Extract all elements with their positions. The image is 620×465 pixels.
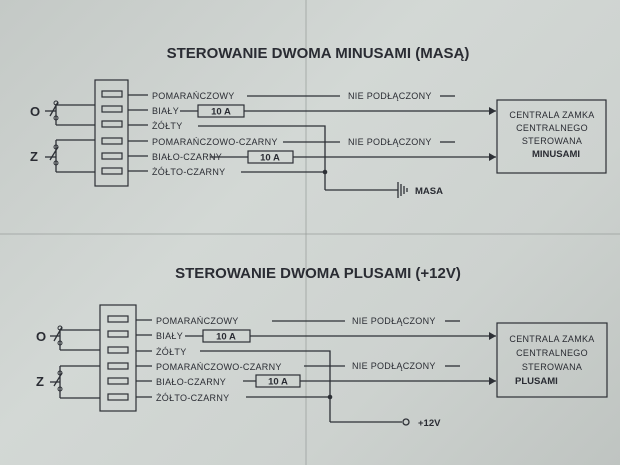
diagram-minus-control: STEROWANIE DWOMA MINUSAMI (MASĄ) O [30,45,607,198]
diagram2-title: STEROWANIE DWOMA PLUSAMI (+12V) [175,265,461,282]
not-connected-label: NIE PODŁĄCZONY [352,361,436,371]
supply-label: +12V [418,418,441,429]
fuse-1 [202,329,251,343]
not-connected-label: NIE PODŁĄCZONY [348,91,432,101]
central-line: CENTRALA ZAMKA [509,110,594,120]
wire-label: POMARAŃCZOWY [152,91,235,101]
diagram1-title: STEROWANIE DWOMA MINUSAMI (MASĄ) [167,45,470,62]
diagram-plus-control: STEROWANIE DWOMA PLUSAMI (+12V) O Z [36,265,608,429]
wire-label: BIAŁO-CZARNY [156,377,226,387]
wire-label: POMARAŃCZOWY [156,316,239,326]
wire-label: BIAŁO-CZARNY [152,152,222,162]
fuse-1 [197,104,245,118]
paper-fold-vertical [305,0,307,465]
arrow-icon [489,153,496,161]
fuse-2-label: 10 A [260,153,280,164]
connector-pins [107,315,129,401]
connector-pins [101,90,123,175]
switch-o-label: O [30,104,40,119]
wire-label: ŻÓŁTY [156,347,187,357]
paper-fold-horizontal [0,233,620,235]
ground-label: MASA [415,186,443,197]
junction-dot [327,394,333,400]
switch-z: Z [30,139,95,173]
central-lock-unit [496,322,608,398]
fuse-2 [255,374,301,388]
central-line: CENTRALNEGO [516,348,588,358]
arrow-icon [489,107,496,115]
wire-yellow [198,125,326,190]
junction-dot [322,169,328,175]
central-line: CENTRALNEGO [516,123,588,133]
central-line: CENTRALA ZAMKA [509,334,594,344]
central-line: STEROWANA [522,136,582,146]
central-line: STEROWANA [522,362,582,372]
switch-z-label: Z [30,149,38,164]
not-connected-label: NIE PODŁĄCZONY [352,316,436,326]
wire-label: BIAŁY [152,106,179,116]
central-line: PLUSAMI [515,376,558,387]
wire-label: ŻÓŁTO-CZARNY [156,393,229,403]
connector-block [99,304,137,412]
wire-label: ŻÓŁTO-CZARNY [152,167,225,177]
wire-label: ŻÓŁTY [152,121,183,131]
fuse-2-label: 10 A [268,377,288,388]
connector-block [94,79,129,187]
wire-label: POMARAŃCZOWO-CZARNY [156,362,282,372]
not-connected-label: NIE PODŁĄCZONY [348,137,432,147]
switch-o: O [36,325,100,351]
fuse-2 [247,150,294,164]
supply-terminal-icon [402,418,410,426]
fuse-1-label: 10 A [216,332,236,343]
switch-z: Z [36,365,100,399]
central-line: MINUSAMI [532,149,580,160]
arrow-icon [489,332,496,340]
central-lock-unit [496,99,607,174]
switch-z-label: Z [36,374,44,389]
wire-label: BIAŁY [156,331,183,341]
wire-label: POMARAŃCZOWO-CZARNY [152,137,278,147]
switch-o-label: O [36,329,46,344]
ground-icon [397,182,408,198]
switch-o: O [30,100,95,126]
fuse-1-label: 10 A [211,107,231,118]
arrow-icon [489,377,496,385]
